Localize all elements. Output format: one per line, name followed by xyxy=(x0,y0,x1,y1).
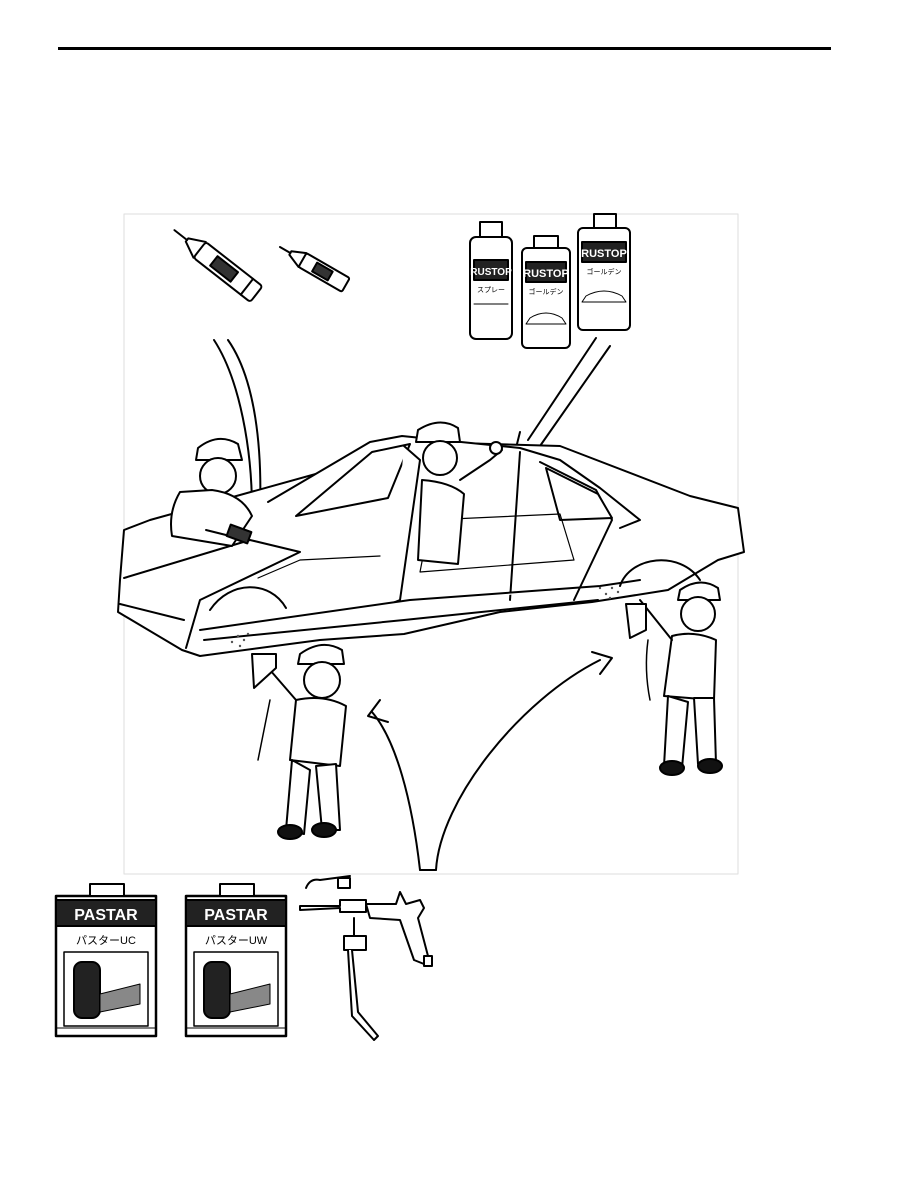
pastar-can-icon: PASTAR パスターUC xyxy=(54,883,158,1038)
rustop-can-icon: RUSTOP ゴールデン xyxy=(577,213,631,331)
rustop-label: RUSTOP xyxy=(581,248,627,260)
sealer-tube-icon xyxy=(173,229,263,302)
spray-gun-icon xyxy=(299,875,433,1041)
worker-figure xyxy=(251,643,347,840)
worker-figure xyxy=(170,437,253,547)
arrow-rustop xyxy=(513,337,611,457)
rustop-sublabel: ゴールデン xyxy=(587,267,622,276)
rustop-label: RUSTOP xyxy=(523,268,569,280)
rustop-label: RUSTOP xyxy=(470,267,512,278)
pastar-label: PASTAR xyxy=(204,907,268,924)
pastar-label: PASTAR xyxy=(74,907,138,924)
header-rule xyxy=(58,47,831,50)
worker-figure xyxy=(415,421,503,565)
rustop-sublabel: スプレー xyxy=(477,286,505,294)
sealer-tube-icon xyxy=(278,246,351,293)
pastar-sublabel: パスターUC xyxy=(76,934,136,947)
worker-figure xyxy=(625,581,723,776)
spray-mist xyxy=(230,586,620,648)
pastar-sublabel: パスターUW xyxy=(205,934,268,947)
pastar-can-icon: PASTAR パスターUW xyxy=(184,883,288,1038)
rustop-can-icon: RUSTOP ゴールデン xyxy=(521,235,571,349)
car-body-shell xyxy=(117,435,745,657)
spray-can-icon: RUSTOP スプレー xyxy=(469,221,513,340)
arrow-pastar xyxy=(367,651,613,871)
rustop-sublabel: ゴールデン xyxy=(529,287,564,296)
